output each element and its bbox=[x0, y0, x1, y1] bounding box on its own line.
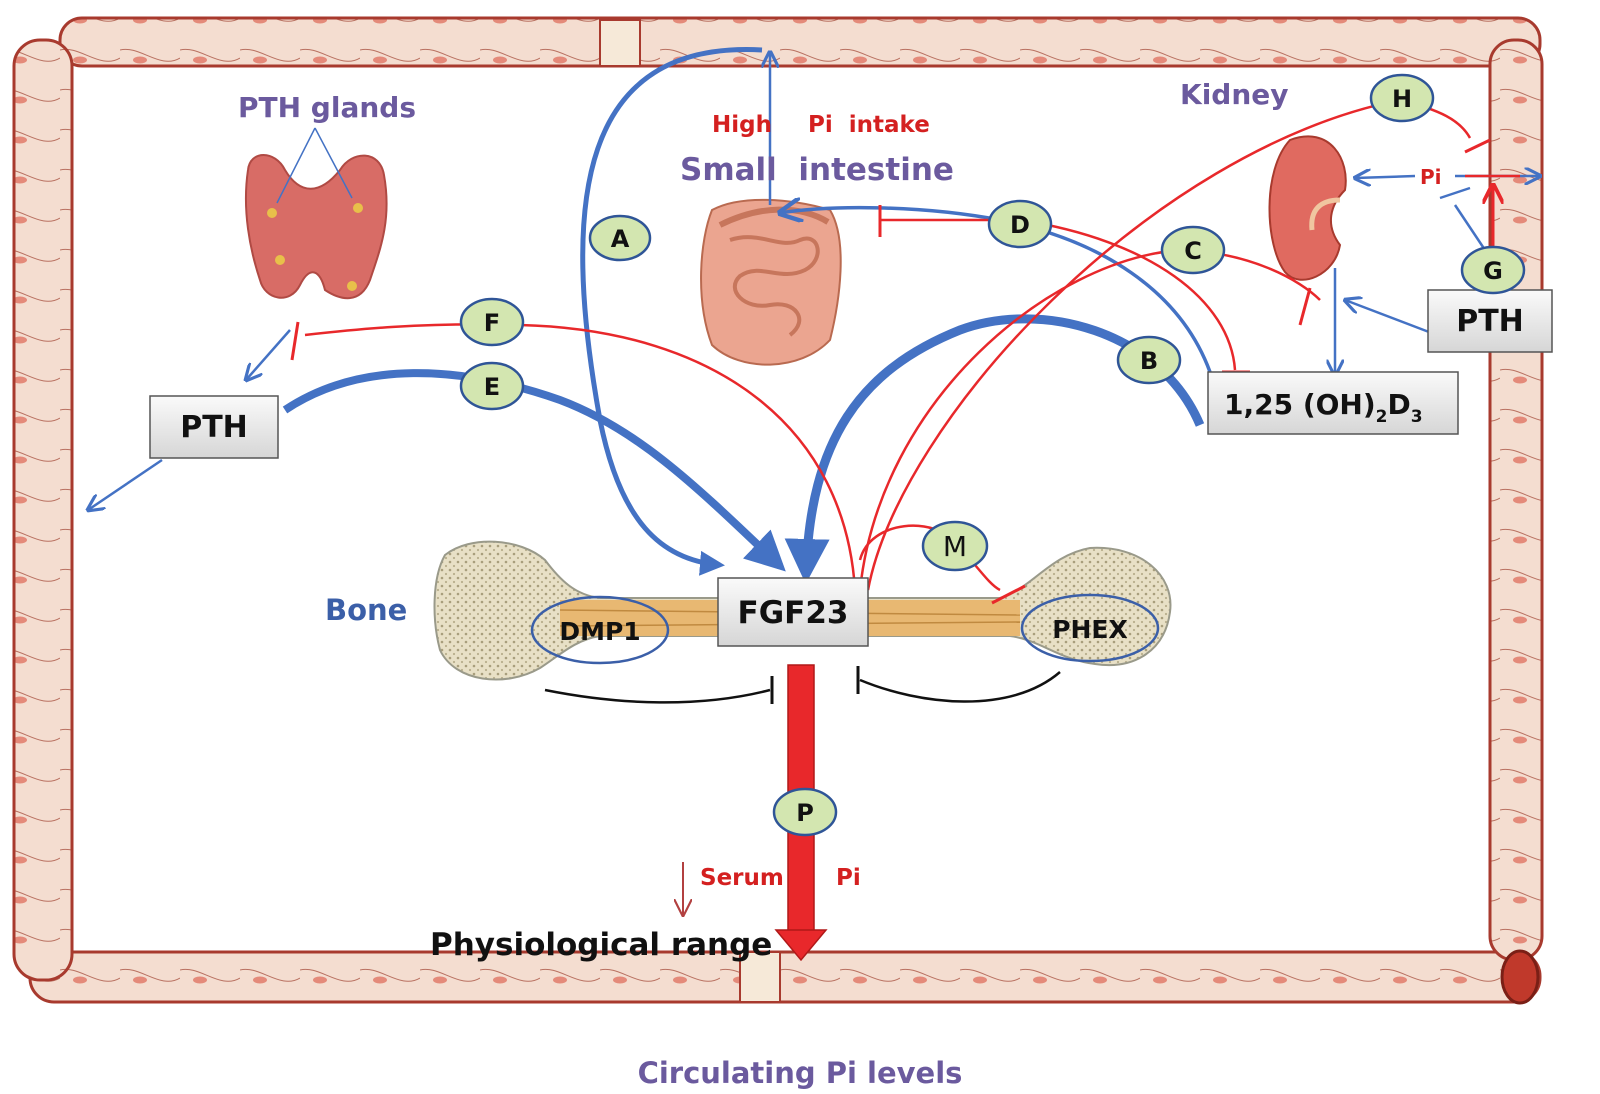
serum-label: Serum bbox=[700, 865, 784, 891]
small-intestine-label: Small intestine bbox=[680, 152, 954, 188]
svg-text:B: B bbox=[1140, 347, 1158, 375]
svg-text:G: G bbox=[1483, 257, 1503, 285]
svg-text:A: A bbox=[611, 225, 630, 253]
kidney-pi-label: Pi bbox=[1420, 165, 1442, 189]
pth-left-box: PTH bbox=[150, 396, 278, 458]
circulating-pi-label: Circulating Pi levels bbox=[638, 1056, 963, 1090]
node-m: M bbox=[923, 522, 987, 570]
pth-glands-illustration bbox=[246, 128, 387, 298]
node-a: A bbox=[590, 216, 650, 260]
arrow-g-pi bbox=[1440, 188, 1485, 250]
pth-right-label: PTH bbox=[1456, 304, 1524, 339]
svg-text:P: P bbox=[796, 799, 814, 827]
small-intestine-illustration bbox=[701, 200, 841, 365]
node-f: F bbox=[461, 299, 523, 345]
arrow-kidney-pi bbox=[1355, 176, 1415, 178]
fgf23-box: FGF23 bbox=[718, 578, 868, 646]
vessel-bottom bbox=[30, 952, 1540, 1002]
vessel-top bbox=[60, 18, 1540, 66]
svg-text:F: F bbox=[484, 309, 500, 337]
kidney-illustration bbox=[1269, 136, 1345, 279]
fgf23-label: FGF23 bbox=[738, 595, 849, 631]
svg-text:H: H bbox=[1392, 85, 1412, 113]
vitamin-d-box: 1,25 (OH)2D3 bbox=[1208, 372, 1458, 434]
vessel-right bbox=[1490, 40, 1542, 960]
dmp1-label: DMP1 bbox=[559, 617, 640, 646]
svg-text:E: E bbox=[484, 373, 500, 401]
kidney-label: Kidney bbox=[1180, 78, 1289, 111]
node-d: D bbox=[989, 201, 1051, 247]
vessel-left bbox=[14, 40, 72, 980]
pth-left-label: PTH bbox=[180, 410, 248, 445]
vessel-opening bbox=[1502, 951, 1538, 1003]
node-h: H bbox=[1371, 75, 1433, 121]
node-p: P bbox=[774, 789, 836, 835]
bone-label: Bone bbox=[325, 593, 407, 627]
arrow-pth-vessel bbox=[88, 460, 162, 510]
pth-glands-label: PTH glands bbox=[238, 91, 416, 124]
node-c: C bbox=[1162, 227, 1224, 273]
high-label: High bbox=[712, 112, 772, 138]
physiological-range-label: Physiological range bbox=[430, 927, 772, 963]
pth-right-box: PTH bbox=[1428, 290, 1552, 352]
serum-pi-label: Pi bbox=[836, 865, 861, 891]
node-g: G bbox=[1462, 247, 1524, 293]
phex-label: PHEX bbox=[1052, 615, 1128, 644]
svg-text:C: C bbox=[1184, 237, 1202, 265]
node-b: B bbox=[1118, 337, 1180, 383]
svg-text:M: M bbox=[943, 530, 967, 563]
svg-text:D: D bbox=[1010, 211, 1030, 239]
arrow-glands-pth bbox=[246, 330, 290, 380]
arrow-e bbox=[285, 373, 780, 566]
pi-intake-label: Pi intake bbox=[808, 112, 930, 138]
node-e: E bbox=[461, 363, 523, 409]
